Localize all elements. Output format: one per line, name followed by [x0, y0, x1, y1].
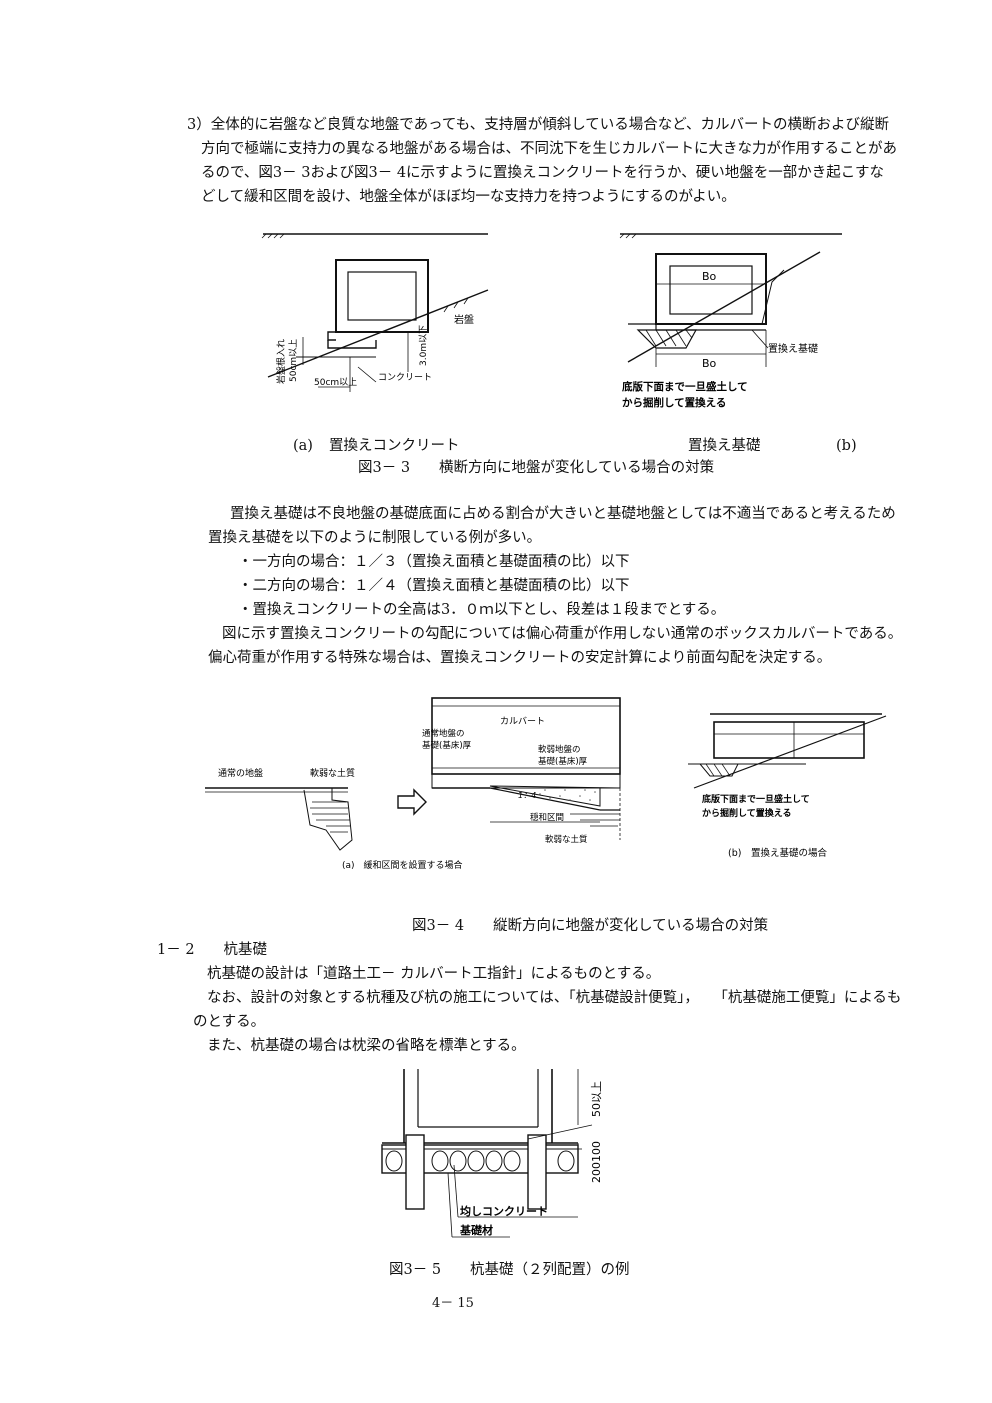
note-line: から掘削して置換える — [622, 396, 726, 409]
label-base-material: 基礎材 — [459, 1223, 493, 1237]
sub-label-b-mark: (b) — [836, 438, 857, 454]
label-culvert: カルバート — [500, 716, 545, 727]
bullet-item: ・一方向の場合：１／３（置換え面積と基礎面積の比）以下 — [238, 554, 630, 570]
text-line: 杭基礎の設計は「道路土工－ カルバート工指針」によるものとする。 — [207, 966, 661, 982]
label-bo-top: Bo — [702, 270, 717, 283]
figure-3-3b-replacement-foundation: Bo Bo 置換え基礎 底版下面まで一旦盛土して から掘削して置換える — [619, 233, 842, 409]
label-slope: 1：4 — [518, 791, 536, 800]
label-soft-soil: 軟弱な土質 — [310, 767, 355, 779]
figure-3-3a-replacement-concrete: 岩盤 岩盤根入れ 50cm以上 3.0m以下 50cm以上 コンクリート — [261, 233, 489, 392]
label-soft-soil-2: 軟弱な土質 — [545, 834, 588, 845]
label-leveling-concrete: 均しコンクリート — [460, 1204, 548, 1218]
bullet-item: ・二方向の場合：１／４（置換え面積と基礎面積の比）以下 — [238, 578, 630, 594]
figure-caption: 図3－ 5 杭基礎（２列配置）の例 — [389, 1262, 630, 1278]
note-line: から掘削して置換える — [702, 807, 791, 819]
label-transition-zone: 穏和区間 — [530, 812, 564, 823]
text-line: 置換え基礎は不良地盤の基礎底面に占める割合が大きいと基礎地盤としては不適当である… — [230, 506, 896, 522]
section-heading: 1－ 2 杭基礎 — [157, 942, 268, 958]
text-line: 偏心荷重が作用する特殊な場合は、置換えコンクリートの安定計算により前面勾配を決定… — [208, 650, 832, 666]
label-soft-thickness: 軟弱地盤の — [538, 744, 581, 755]
sub-label-a: (a) 緩和区間を設置する場合 — [342, 859, 463, 871]
sub-label-a: 置換えコンクリート — [329, 438, 460, 454]
sub-label-a-mark: (a) — [293, 438, 313, 454]
note-line: 底版下面まで一旦盛土して — [702, 793, 810, 805]
label-bo-bottom: Bo — [702, 357, 717, 370]
text-line: 方向で極端に支持力の異なる地盤がある場合は、不同沈下を生じカルバートに大きな力が… — [201, 141, 897, 157]
text-line: るので、図3－ 3および図3－ 4に示すように置換えコンクリートを行うか、硬い地… — [201, 165, 884, 181]
label-rock: 岩盤 — [454, 313, 474, 326]
figure-caption: 図3－ 4 縦断方向に地盤が変化している場合の対策 — [412, 918, 769, 934]
text-line: どして緩和区間を設け、地盤全体がほぼ均一な支持力を持つようにするのがよい。 — [201, 189, 736, 205]
text-line: 図に示す置換えコンクリートの勾配については偏心荷重が作用しない通常のボックスカル… — [222, 626, 903, 642]
replacement-foundation-paragraph: 置換え基礎は不良地盤の基礎底面に占める割合が大きいと基礎地盤としては不適当である… — [208, 502, 902, 670]
figure-3-4a-transition-zone: 通常の地盤 軟弱な土質 カルバート 通常地盤の 基礎(基床)厚 軟弱地盤の 基礎… — [205, 697, 621, 871]
label-normal-ground: 通常の地盤 — [218, 767, 263, 779]
section-3-paragraph: 3）全体的に岩盤など良質な地盤であっても、支持層が傾斜している場合など、カルバー… — [187, 113, 897, 209]
label-dim-min: 50以上 — [590, 1081, 603, 1117]
text-line: なお、設計の対象とする杭種及び杭の施工については、「杭基礎設計便覧」， 「杭基礎… — [207, 990, 902, 1006]
bullet-item: ・置換えコンクリートの全高は3．０ｍ以下とし、段差は１段までとする。 — [238, 602, 726, 618]
label-soft-thickness: 基礎(基床)厚 — [538, 756, 588, 767]
label-concrete: コンクリート — [378, 372, 432, 383]
text-line: 置換え基礎を以下のように制限している例が多い。 — [208, 530, 542, 546]
label-height-max: 3.0m以下 — [419, 325, 429, 366]
figure-3-5-pile-foundation: 50以上 200100 均しコンクリート 基礎材 — [381, 1069, 603, 1238]
label-embed-dim: 50cm以上 — [288, 339, 299, 382]
text-line: また、杭基礎の場合は枕梁の省略を標準とする。 — [207, 1038, 526, 1054]
label-dim-thickness: 200100 — [590, 1141, 603, 1183]
text-line: 3）全体的に岩盤など良質な地盤であっても、支持層が傾斜している場合など、カルバー… — [187, 117, 890, 133]
label-normal-thickness: 通常地盤の — [422, 728, 465, 739]
label-replace-foundation: 置換え基礎 — [768, 342, 818, 355]
figure-caption: 図3－ 3 横断方向に地盤が変化している場合の対策 — [358, 460, 715, 476]
text-line: のとする。 — [193, 1014, 266, 1030]
sub-label-b: (b) 置換え基礎の場合 — [728, 847, 827, 859]
figure-3-4b-replacement-foundation: 底版下面まで一旦盛土して から掘削して置換える (b) 置換え基礎の場合 — [688, 713, 887, 859]
note-line: 底版下面まで一旦盛土して — [622, 380, 748, 393]
pile-foundation-paragraph: 杭基礎の設計は「道路土工－ カルバート工指針」によるものとする。 なお、設計の対… — [193, 962, 901, 1058]
sub-label-b: 置換え基礎 — [688, 438, 761, 454]
page-number: 4－ 15 — [432, 1296, 474, 1311]
label-width-min: 50cm以上 — [314, 377, 357, 388]
label-normal-thickness: 基礎(基床)厚 — [422, 740, 472, 751]
label-rock-embed: 岩盤根入れ — [275, 339, 287, 384]
